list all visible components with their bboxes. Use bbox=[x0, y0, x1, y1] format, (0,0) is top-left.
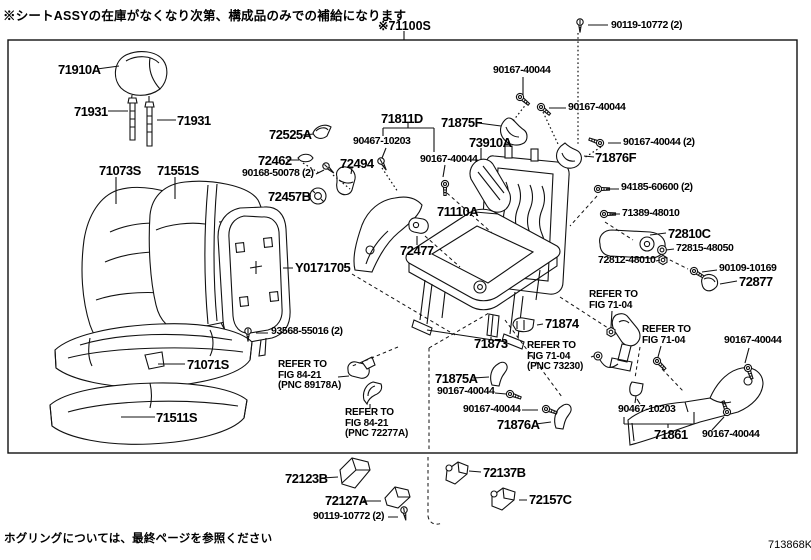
l-90167-40044-c: 90167-40044 bbox=[568, 101, 626, 113]
l-90467-10203-b: 90467-10203 bbox=[618, 403, 676, 415]
l-71071s: 71071S bbox=[187, 357, 229, 372]
l-71551s: 71551S bbox=[157, 163, 199, 178]
seat-cushion-cover-art bbox=[54, 323, 253, 388]
l-ref-8421-1: REFER TO FIG 84-21 (PNC 89178A) bbox=[278, 359, 342, 391]
l-72810c: 72810C bbox=[668, 226, 711, 241]
l-90119-10772-b: 90119-10772 (2) bbox=[313, 510, 385, 522]
l-72494: 72494 bbox=[340, 156, 374, 171]
l-90168-50078: 90168-50078 (2) bbox=[242, 167, 314, 179]
l-90167-40044-d: 90167-40044 (2) bbox=[623, 136, 695, 148]
small-clips-left-art bbox=[244, 124, 337, 343]
l-72157c: 72157C bbox=[529, 492, 572, 507]
shield-cover-art bbox=[627, 362, 764, 446]
l-71861: 71861 bbox=[654, 427, 688, 442]
l-71875f: 71875F bbox=[441, 115, 483, 130]
l-72137b: 72137B bbox=[483, 465, 526, 480]
headrest-art bbox=[114, 51, 168, 147]
l-71910a: 71910A bbox=[58, 62, 101, 77]
l-72462: 72462 bbox=[258, 153, 292, 168]
l-71931-1: 71931 bbox=[74, 104, 108, 119]
l-90167-40044-b: 90167-40044 bbox=[493, 64, 551, 76]
l-72877: 72877 bbox=[739, 274, 773, 289]
l-90109-10169: 90109-10169 bbox=[719, 262, 777, 274]
l-ref-7104-1: REFER TO FIG 71-04 bbox=[589, 289, 638, 311]
l-71874: 71874 bbox=[545, 316, 579, 331]
l-90467-10203-a: 90467-10203 bbox=[353, 135, 411, 147]
l-71110a: 71110A bbox=[437, 204, 479, 219]
hinge-brackets-art bbox=[408, 117, 582, 430]
l-71876f: 71876F bbox=[595, 150, 637, 165]
l-72457b: 72457B bbox=[268, 189, 311, 204]
armrest-art bbox=[599, 229, 719, 292]
l-71873: 71873 bbox=[474, 336, 508, 351]
bottom-note: ホグリングについては、最終ページを参照ください bbox=[4, 533, 273, 545]
l-90167-40044-f: 90167-40044 bbox=[463, 403, 521, 415]
l-ref-7104-3: REFER TO FIG 71-04 (PNC 73230) bbox=[527, 340, 584, 372]
l-y0171705: Y0171705 bbox=[295, 260, 351, 275]
l-ref-8421-2: REFER TO FIG 84-21 (PNC 72277A) bbox=[345, 407, 409, 439]
l-90167-40044-g: 90167-40044 bbox=[724, 334, 782, 346]
l-90167-40044-a: 90167-40044 bbox=[420, 153, 478, 165]
l-72123b: 72123B bbox=[285, 471, 328, 486]
l-71875a: 71875A bbox=[435, 371, 478, 386]
l-90119-10772-a: 90119-10772 (2) bbox=[611, 19, 683, 31]
l-71073s: 71073S bbox=[99, 163, 141, 178]
l-93568-55016: 93568-55016 (2) bbox=[271, 325, 343, 337]
l-71511s: 71511S bbox=[156, 410, 198, 425]
airbag-module-art bbox=[469, 158, 511, 213]
fig-ref-clips-art bbox=[347, 356, 383, 406]
document-code: 713868K bbox=[768, 539, 811, 551]
l-90167-40044-e: 90167-40044 bbox=[437, 385, 495, 397]
l-71876a: 71876A bbox=[497, 417, 540, 432]
l-94185-60600: 94185-60600 (2) bbox=[621, 181, 693, 193]
bottom-strip-parts-art bbox=[339, 457, 516, 511]
seat-back-board-art bbox=[217, 206, 291, 361]
l-71389-48010: 71389-48010 bbox=[622, 207, 680, 219]
l-72815-48050: 72815-48050 bbox=[676, 242, 734, 254]
leader-lines bbox=[96, 24, 750, 518]
diagram-border bbox=[7, 39, 798, 454]
top-note: ※シートASSYの在庫がなくなり次第、構成品のみでの補給になります bbox=[3, 9, 407, 23]
dashed-reference-lines bbox=[302, 33, 689, 525]
assembly-code-label: ※71100S bbox=[378, 19, 431, 33]
l-71811d: 71811D bbox=[381, 111, 423, 126]
seat-cushion-pad-art bbox=[49, 382, 248, 445]
l-72525a: 72525A bbox=[269, 127, 312, 142]
l-ref-7104-2: REFER TO FIG 71-04 bbox=[642, 324, 691, 346]
l-73910a: 73910A bbox=[469, 135, 512, 150]
l-72477: 72477 bbox=[400, 243, 434, 258]
l-71931-2: 71931 bbox=[177, 113, 211, 128]
l-90167-40044-h: 90167-40044 bbox=[702, 428, 760, 440]
l-72127a: 72127A bbox=[325, 493, 368, 508]
l-72812-48010: 72812-48010 bbox=[598, 254, 656, 266]
